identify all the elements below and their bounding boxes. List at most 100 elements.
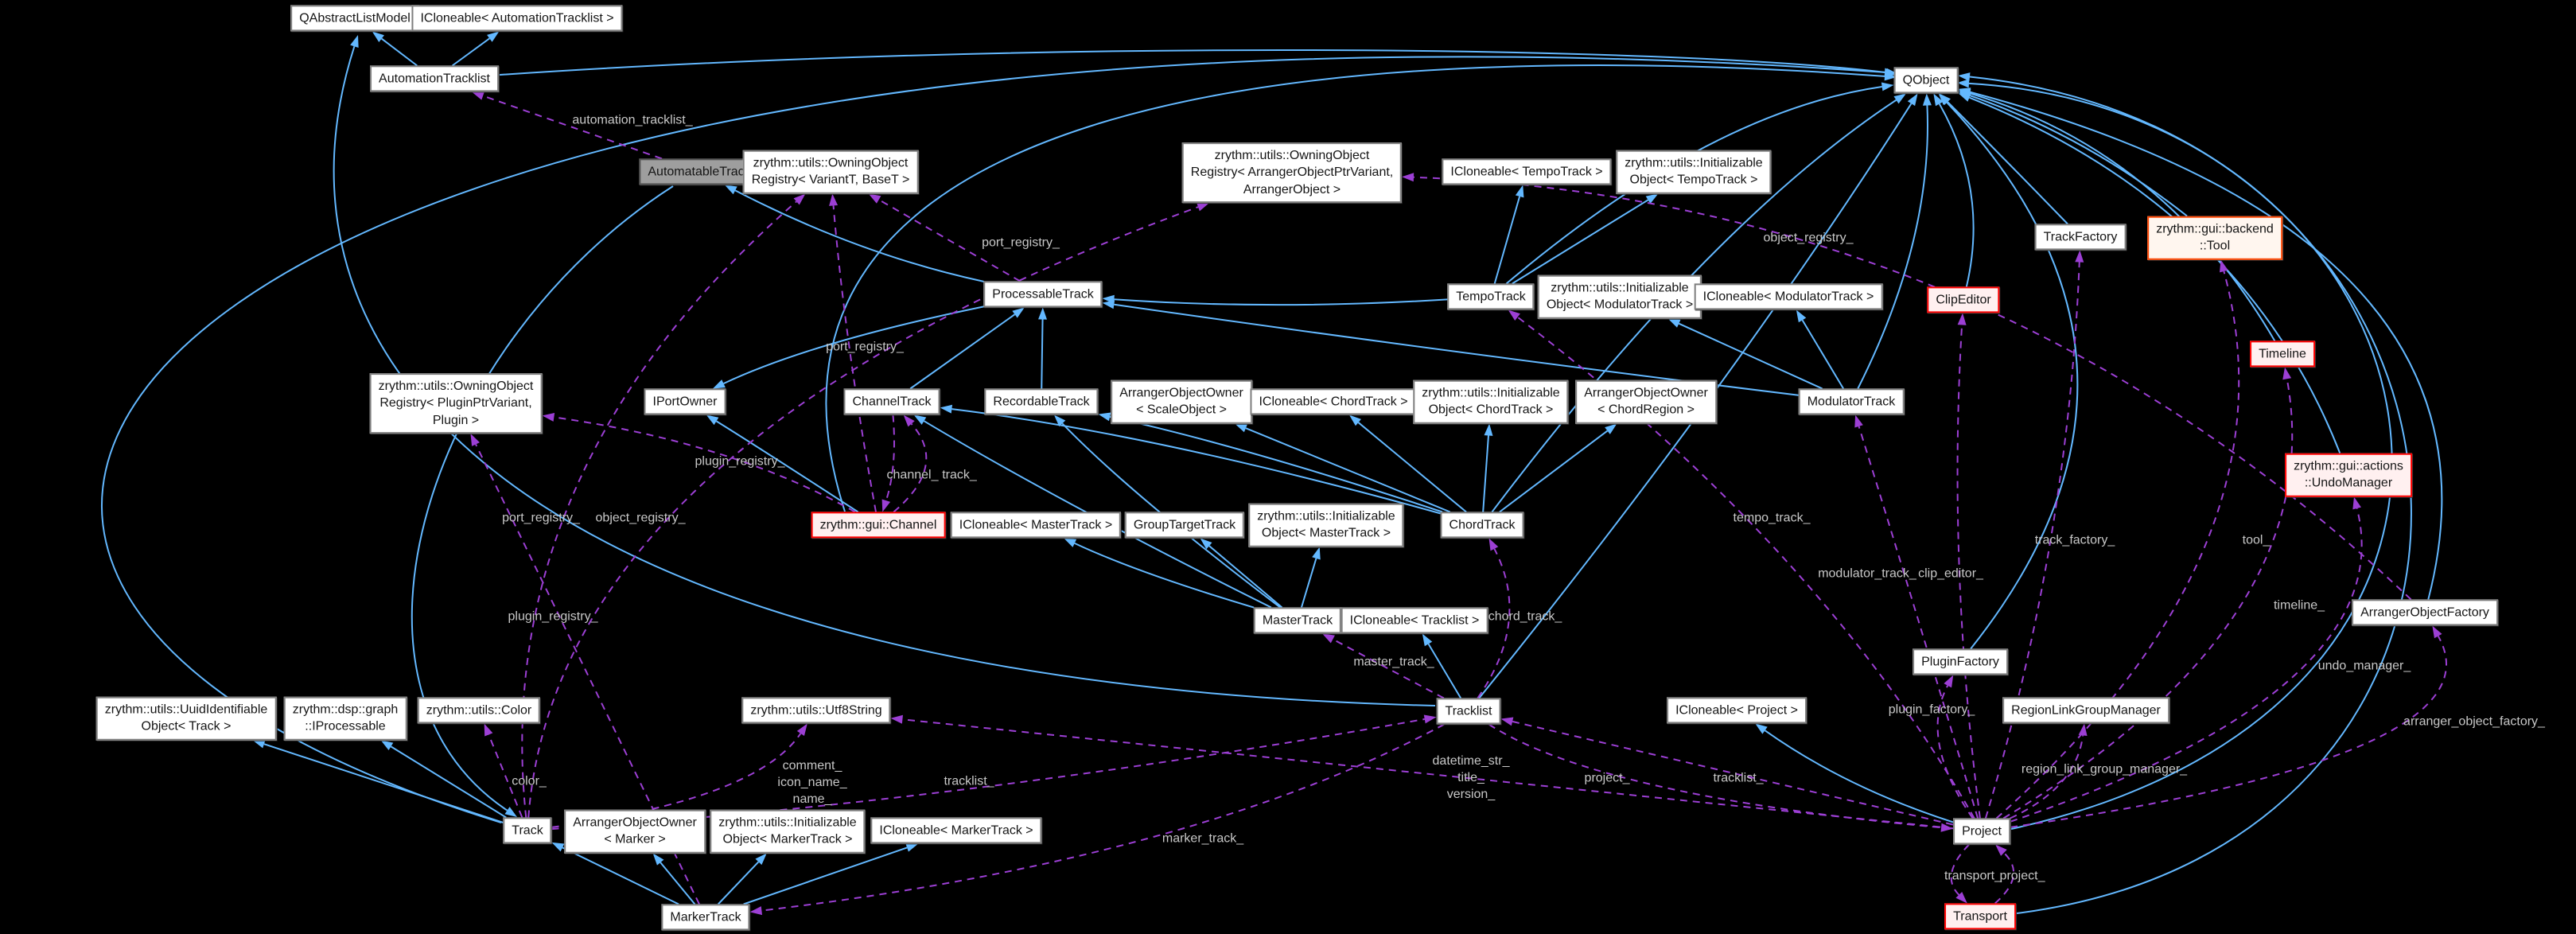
inheritance-edge-tracklist-iclTracklist: [1427, 643, 1462, 699]
class-node-trackFactory[interactable]: TrackFactory: [2034, 224, 2127, 251]
member-edge-project-transport: [1950, 843, 1970, 896]
class-node-label: ::UndoManager: [2304, 477, 2393, 490]
member-edge-project-undoManager: [2010, 508, 2363, 823]
class-node-pluginFactory[interactable]: PluginFactory: [1913, 648, 2008, 675]
class-node-label: ICloneable< MarkerTrack >: [879, 823, 1033, 838]
class-node-aoFactory[interactable]: ArrangerObjectFactory: [2352, 599, 2498, 626]
inheritance-edge-undoManager-qobject: [1969, 96, 2341, 453]
edge-label-clip_editor: clip_editor_: [1918, 566, 1983, 581]
class-node-label: Registry< PluginPtrVariant,: [379, 396, 532, 411]
member-edge-tracklist-project: [1488, 723, 1942, 829]
class-node-modulatorTrack[interactable]: ModulatorTrack: [1798, 388, 1905, 415]
member-edge-project-pluginFactory: [1936, 685, 1974, 819]
class-node-iProcessable[interactable]: zrythm::dsp::graph::IProcessable: [283, 696, 407, 741]
inheritance-edge-project-iclProject: [1764, 730, 1954, 823]
edge-label-region_link_group_manager: region_link_group_manager_: [2021, 762, 2188, 776]
class-node-tracklist[interactable]: Tracklist: [1436, 698, 1501, 725]
inheritance-edge-channelTrack-processableTrack: [909, 313, 1016, 390]
class-node-track[interactable]: Track: [503, 817, 552, 844]
class-node-project[interactable]: Project: [1953, 818, 2010, 845]
class-node-processableTrack[interactable]: ProcessableTrack: [983, 281, 1103, 308]
inheritance-edge-autoTl-qobject: [488, 49, 1887, 76]
arrowhead-icon: [1884, 72, 1897, 81]
member-edge-project-rlgm: [2010, 735, 2084, 819]
arrowhead-icon: [829, 193, 839, 206]
class-node-utf8[interactable]: zrythm::utils::Utf8String: [741, 697, 891, 724]
class-node-channelTrack[interactable]: ChannelTrack: [843, 388, 940, 415]
class-node-label: < ChordRegion >: [1597, 403, 1695, 417]
arrowhead-icon: [380, 740, 394, 751]
class-node-label: Plugin >: [432, 413, 480, 427]
class-node-qobject[interactable]: QObject: [1893, 67, 1959, 94]
class-node-label: PluginFactory: [1921, 655, 1999, 669]
class-node-iclTracklist[interactable]: ICloneable< Tracklist >: [1341, 607, 1488, 634]
inheritance-edge-track-qobject: [101, 56, 1885, 823]
edge-label-automation_tracklist: automation_tracklist_: [572, 113, 693, 127]
class-node-aooChordRegion[interactable]: ArrangerObjectOwner< ChordRegion >: [1575, 379, 1717, 424]
class-node-tool[interactable]: zrythm::gui::backend::Tool: [2147, 216, 2282, 260]
class-node-iclAutoTl[interactable]: ICloneable< AutomationTracklist >: [411, 5, 623, 32]
class-node-color[interactable]: zrythm::utils::Color: [417, 697, 541, 724]
class-node-timeline[interactable]: Timeline: [2250, 341, 2315, 368]
inheritance-edge-chordTrack-iclChord: [1357, 422, 1467, 513]
class-node-iclProject[interactable]: ICloneable< Project >: [1667, 697, 1807, 724]
arrowhead-icon: [1200, 538, 1212, 550]
class-node-iclChord[interactable]: ICloneable< ChordTrack >: [1250, 388, 1417, 415]
class-node-channel[interactable]: zrythm::gui::Channel: [811, 512, 946, 539]
arrowhead-icon: [903, 414, 915, 427]
class-node-masterTrack[interactable]: MasterTrack: [1253, 607, 1342, 634]
inheritance-edge-masterTrack-groupTarget: [1208, 545, 1283, 609]
class-node-transport[interactable]: Transport: [1944, 903, 2016, 930]
inheritance-edge-modulatorTrack-qobject: [1857, 105, 1928, 389]
class-node-label: Project: [1962, 824, 2002, 839]
class-node-label: ArrangerObjectFactory: [2360, 605, 2489, 620]
class-node-groupTarget[interactable]: GroupTargetTrack: [1124, 512, 1245, 539]
edge-label-plugin_registry: plugin_registry_: [695, 454, 785, 469]
arrowhead-icon: [350, 35, 359, 48]
class-node-label: zrythm::gui::Channel: [819, 518, 937, 532]
class-node-markerTrack[interactable]: MarkerTrack: [661, 904, 750, 931]
class-node-aooScale[interactable]: ArrangerObjectOwner< ScaleObject >: [1111, 379, 1252, 424]
arrowhead-icon: [1944, 675, 1954, 688]
member-edge-channel-regPlugin: [554, 416, 856, 513]
arrowhead-icon: [1053, 414, 1066, 427]
arrowhead-icon: [470, 434, 480, 446]
class-node-iclModulator[interactable]: ICloneable< ModulatorTrack >: [1694, 283, 1883, 310]
class-node-aooMarker[interactable]: ArrangerObjectOwner< Marker >: [564, 809, 706, 854]
arrowhead-icon: [504, 807, 517, 817]
class-node-recordableTrack[interactable]: RecordableTrack: [984, 388, 1099, 415]
class-node-qalm[interactable]: QAbstractListModel: [290, 5, 419, 32]
class-node-label: zrythm::utils::Initializable: [1625, 156, 1763, 170]
member-edge-project-tool: [1995, 270, 2240, 819]
member-edge-automatableTrack-autoTl: [482, 95, 663, 160]
class-node-label: ICloneable< TempoTrack >: [1450, 165, 1603, 179]
class-node-undoManager[interactable]: zrythm::gui::actions::UndoManager: [2285, 453, 2412, 497]
inheritance-edge-clipEditor-qobject: [1938, 103, 1975, 287]
class-node-autoTl[interactable]: AutomationTracklist: [370, 65, 499, 92]
inheritance-edge-tracklist-qalm: [333, 45, 1436, 706]
class-node-iclTempo[interactable]: ICloneable< TempoTrack >: [1442, 158, 1612, 185]
class-node-rlgm[interactable]: RegionLinkGroupManager: [2002, 697, 2169, 724]
class-node-clipEditor[interactable]: ClipEditor: [1927, 286, 2000, 313]
class-node-label: ICloneable< ChordTrack >: [1259, 395, 1408, 409]
class-node-iclMarker[interactable]: ICloneable< MarkerTrack >: [870, 817, 1042, 844]
class-node-label: ArrangerObjectOwner: [573, 815, 697, 830]
class-node-iclMaster[interactable]: ICloneable< MasterTrack >: [950, 512, 1122, 539]
arrowhead-icon: [471, 91, 484, 100]
class-node-chordTrack[interactable]: ChordTrack: [1440, 512, 1524, 539]
class-node-label: Tracklist: [1445, 704, 1492, 718]
edge-label-object_registry: object_registry_: [1763, 231, 1854, 245]
class-node-tempoTrack[interactable]: TempoTrack: [1447, 283, 1535, 310]
class-node-iPortOwner[interactable]: IPortOwner: [644, 388, 726, 415]
class-node-label: zrythm::utils::OwningObject: [753, 156, 909, 170]
